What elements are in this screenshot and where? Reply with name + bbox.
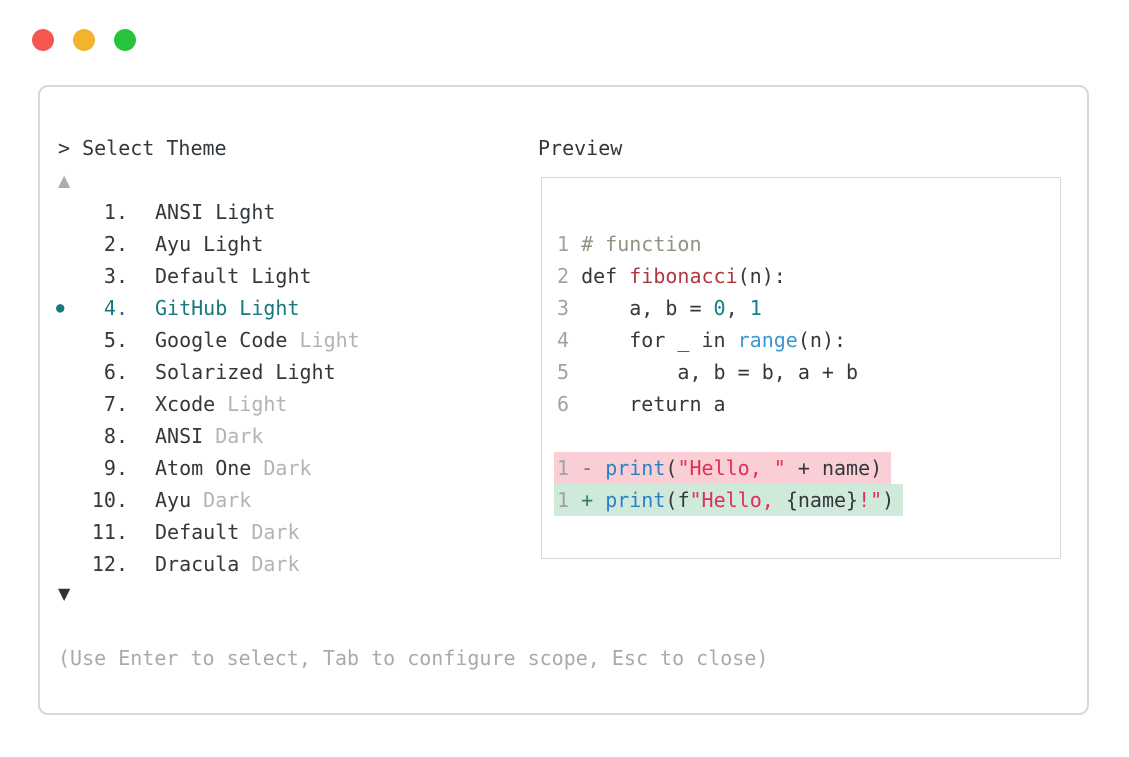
diff-added-highlight: 1 + print(f"Hello, {name}!") (554, 484, 904, 516)
line-number: 6 (557, 392, 582, 416)
code-token-string: "Hello, " (677, 456, 786, 480)
theme-name: Google Code (155, 328, 300, 352)
code-token-string: "Hello, (689, 488, 786, 512)
theme-number: 9. (91, 456, 128, 480)
theme-number: 4. (91, 296, 128, 320)
scroll-up-icon[interactable]: ▲ (58, 171, 71, 190)
code-token-plain: (f (665, 488, 690, 512)
code-token-del-sign: - (581, 456, 606, 480)
theme-option-4[interactable]: ● 4. GitHub Light (56, 292, 360, 324)
theme-option-11[interactable]: 11. Default Dark (56, 516, 360, 548)
theme-number: 2. (91, 232, 128, 256)
theme-number: 10. (91, 488, 128, 512)
theme-variant-suffix: Light (227, 392, 288, 416)
theme-variant-suffix: Dark (251, 552, 300, 576)
diff-added-line: 1 + print(f"Hello, {name}!") (554, 484, 1060, 516)
theme-option-3[interactable]: 3. Default Light (56, 260, 360, 292)
theme-name: Xcode (155, 392, 228, 416)
theme-number: 1. (91, 200, 128, 224)
code-token-num: 0 (713, 296, 726, 320)
code-line: 4 for _ in range(n): (557, 324, 1060, 356)
line-number: 2 (557, 264, 582, 288)
theme-option-1[interactable]: 1. ANSI Light (56, 196, 360, 228)
line-number: 1 (557, 488, 582, 512)
select-theme-prompt: > Select Theme (58, 136, 227, 160)
code-token-num: 1 (749, 296, 762, 320)
theme-number: 7. (91, 392, 128, 416)
minimize-button[interactable] (73, 29, 95, 51)
theme-name: ANSI (155, 424, 216, 448)
theme-option-5[interactable]: 5. Google Code Light (56, 324, 360, 356)
theme-variant-suffix: Dark (251, 520, 300, 544)
theme-name: Dracula (155, 552, 252, 576)
theme-number: 8. (91, 424, 128, 448)
theme-number: 12. (91, 552, 128, 576)
code-token-lblue: range (737, 328, 798, 352)
code-token-plain: , (725, 296, 750, 320)
theme-number: 3. (91, 264, 128, 288)
theme-variant-suffix: Dark (203, 488, 252, 512)
code-line: 3 a, b = 0, 1 (557, 292, 1060, 324)
theme-option-10[interactable]: 10. Ayu Dark (56, 484, 360, 516)
theme-number: 6. (91, 360, 128, 384)
keyboard-hint: (Use Enter to select, Tab to configure s… (58, 646, 769, 670)
code-token-plain: (n): (797, 328, 847, 352)
code-token-plain: def (581, 264, 630, 288)
line-number: 5 (557, 360, 582, 384)
code-token-blue: print (605, 488, 666, 512)
theme-number: 5. (91, 328, 128, 352)
theme-variant-suffix: Dark (263, 456, 312, 480)
code-token-plain: ) (882, 488, 895, 512)
theme-variant-suffix: Light (299, 328, 360, 352)
code-token-plain: return a (581, 392, 726, 416)
code-token-add-sign: + (581, 488, 606, 512)
theme-name: ANSI Light (155, 200, 276, 224)
theme-name: GitHub Light (155, 296, 300, 320)
scroll-down-icon[interactable]: ▼ (58, 584, 71, 603)
theme-variant-suffix: Dark (215, 424, 264, 448)
code-line: 6 return a (557, 388, 1060, 420)
diff-removed-line: 1 - print("Hello, " + name) (554, 452, 1060, 484)
code-token-plain: for _ in (581, 328, 738, 352)
code-token-comment: # function (581, 232, 702, 256)
code-token-plain: (n): (737, 264, 786, 288)
theme-option-8[interactable]: 8. ANSI Dark (56, 420, 360, 452)
code-token-plain: a, b = b, a + b (581, 360, 859, 384)
preview-title: Preview (538, 136, 623, 160)
line-number: 4 (557, 328, 582, 352)
theme-option-6[interactable]: 6. Solarized Light (56, 356, 360, 388)
theme-number: 11. (91, 520, 128, 544)
line-number: 1 (557, 232, 582, 256)
selected-bullet-icon: ● (56, 300, 65, 316)
line-number: 3 (557, 296, 582, 320)
zoom-button[interactable] (114, 29, 136, 51)
theme-option-7[interactable]: 7. Xcode Light (56, 388, 360, 420)
code-token-plain: {name} (785, 488, 859, 512)
theme-name: Default Light (155, 264, 312, 288)
code-token-blue: print (605, 456, 666, 480)
close-button[interactable] (32, 29, 54, 51)
theme-option-2[interactable]: 2. Ayu Light (56, 228, 360, 260)
line-number: 1 (557, 456, 582, 480)
diff-removed-highlight: 1 - print("Hello, " + name) (554, 452, 892, 484)
code-blank-line (557, 420, 1060, 452)
theme-name: Ayu (155, 488, 204, 512)
theme-name: Atom One (155, 456, 264, 480)
code-line: 1 # function (557, 228, 1060, 260)
theme-name: Ayu Light (155, 232, 264, 256)
code-token-plain: a, b = (581, 296, 714, 320)
theme-list: 1. ANSI Light 2. Ayu Light 3. Default Light… (56, 196, 360, 580)
code-line: 5 a, b = b, a + b (557, 356, 1060, 388)
code-token-plain: ( (665, 456, 678, 480)
theme-option-9[interactable]: 9. Atom One Dark (56, 452, 360, 484)
theme-option-12[interactable]: 12. Dracula Dark (56, 548, 360, 580)
theme-name: Default (155, 520, 252, 544)
code-token-string: !" (858, 488, 883, 512)
theme-name: Solarized Light (155, 360, 336, 384)
code-token-plain: + name) (785, 456, 883, 480)
code-token-func: fibonacci (629, 264, 738, 288)
code-line: 2 def fibonacci(n): (557, 260, 1060, 292)
